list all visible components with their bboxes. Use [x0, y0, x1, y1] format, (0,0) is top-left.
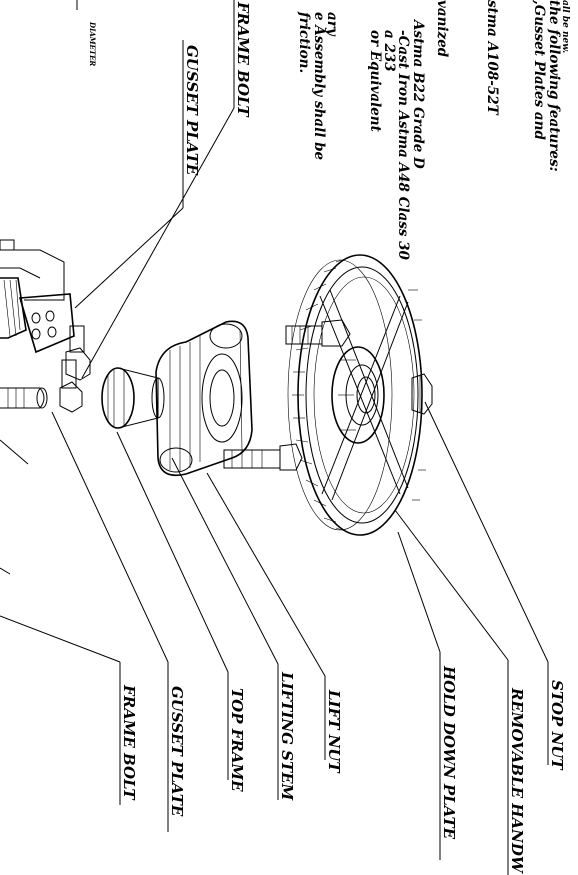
gusset-plate-bottom-leader — [51, 411, 169, 663]
lifting-stem-leader — [171, 457, 279, 665]
hold-down-plate-label: HOLD DOWN PLATE — [440, 665, 458, 840]
lift-nut-base — [101, 367, 135, 429]
handwheel-leader — [394, 509, 509, 661]
off-canvas-leader-2 — [0, 567, 11, 575]
plate-boss — [201, 353, 243, 443]
spoke-2b — [331, 301, 409, 501]
frame-bolt-top-leader — [81, 107, 235, 379]
plate-hole-bottom — [159, 447, 193, 473]
note-6: Astma B22 Grade D — [410, 18, 426, 169]
gusset-plate-top-label: GUSSET PLATE — [183, 45, 201, 176]
spec-notes: all be new. the following features: ,Gus… — [296, 0, 570, 260]
handwheel-hub-bore — [356, 376, 376, 414]
note-10: ary — [324, 12, 340, 37]
lift-nut — [101, 367, 165, 429]
hold-down-plate — [155, 320, 253, 477]
top-frame — [0, 239, 65, 339]
handwheel-hub — [331, 346, 385, 444]
off-canvas-leader-1 — [0, 439, 29, 465]
gusset-plate — [18, 293, 75, 354]
plate-boss-inner — [209, 369, 235, 427]
gusset-plate-top-leader — [74, 207, 184, 309]
spoke-2 — [321, 295, 401, 495]
plate-outline — [155, 320, 253, 477]
spoke-1 — [319, 295, 401, 495]
top-frame-leader — [116, 431, 229, 673]
bottom-callouts: STOP NUT REMOVABLE HANDW HOLD DOWN PLATE… — [0, 401, 566, 875]
frame-bolt-top-label: FRAME BOLT — [234, 1, 252, 118]
handwheel-rim-hatch — [292, 257, 426, 533]
note-8: a 233 — [381, 30, 397, 72]
diameter-note: DIAMETER — [88, 21, 97, 66]
top-frame-label: TOP FRAME — [228, 688, 246, 792]
lift-nut-leader — [206, 472, 326, 677]
lifting-stem — [0, 387, 48, 409]
handwheel-rim-back — [287, 259, 393, 531]
lifting-stem-label: LIFTING STEM — [278, 671, 296, 801]
note-11: e Assembly shall be — [311, 12, 327, 161]
plate-hole-top — [209, 323, 243, 349]
frame-bolt-bottom-leader — [0, 615, 121, 663]
gusset-plate-bottom-label: GUSSET PLATE — [168, 686, 186, 817]
handwheel-rim-inner-2 — [313, 276, 415, 514]
frame-bolts — [59, 325, 91, 413]
hold-down-leader — [397, 531, 441, 653]
stop-nut-label: STOP NUT — [548, 680, 566, 771]
frame-bolt-bottom-label: FRAME BOLT — [120, 684, 138, 801]
note-7: -Cast Iron Astma A48 Class 30 — [395, 30, 411, 260]
note-2: the following features: — [546, 0, 562, 172]
note-5: vanized — [434, 0, 450, 58]
note-3: ,Gusset Plates and — [531, 0, 547, 140]
stop-nut-leader — [424, 401, 549, 663]
spoke-1b — [329, 289, 409, 489]
stop-nut — [411, 373, 433, 415]
note-9: or Equivalent — [367, 30, 383, 133]
note-4: stma A108-52T — [484, 0, 500, 116]
top-callouts: FRAME BOLT GUSSET PLATE — [74, 0, 252, 379]
lift-nut-label: LIFT NUT — [325, 689, 343, 774]
handwheel — [287, 254, 426, 536]
note-12: friction. — [296, 11, 312, 73]
hold-down-studs — [223, 319, 351, 471]
removable-handwheel-label: REMOVABLE HANDW — [508, 687, 526, 875]
note-1: all be new. — [560, 0, 570, 53]
handwheel-rim-inner-1 — [305, 266, 419, 524]
